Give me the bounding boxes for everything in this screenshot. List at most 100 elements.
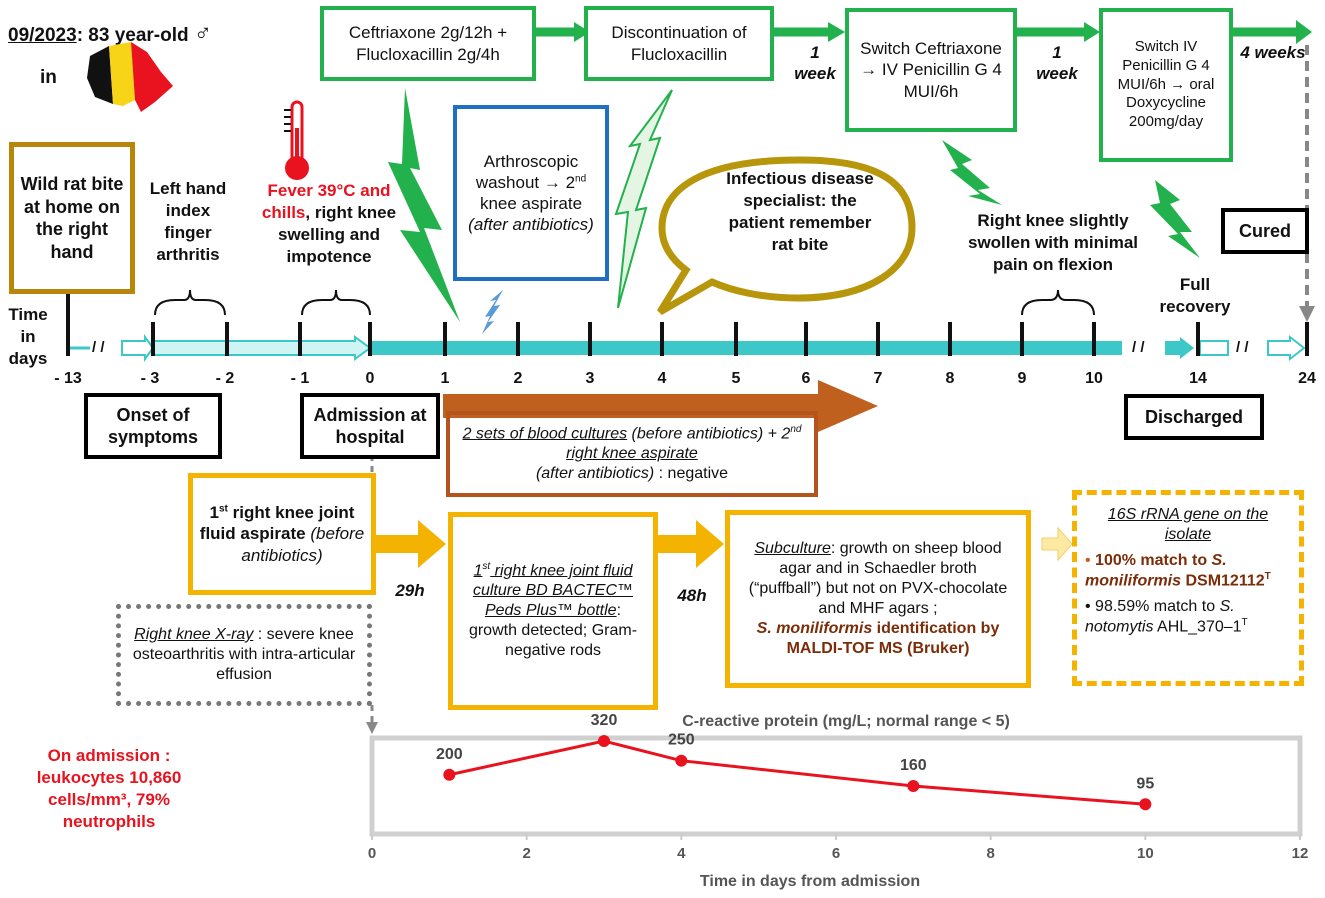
rrna-item-2: • 98.59% match to S. notomytis AHL_370–1… [1085, 598, 1248, 636]
blood-cultures-4: (after antibiotics) [535, 465, 655, 483]
rrna-1sup: T [1264, 571, 1271, 582]
tick-label: 3 [585, 370, 595, 387]
thermometer-icon [284, 100, 309, 180]
crp-data-label: 200 [436, 746, 463, 763]
tick-label: 24 [1298, 370, 1316, 387]
arthroscopic-text-3: (after antibiotics) [468, 215, 594, 235]
admission-box: Admission at hospital [300, 393, 440, 459]
knee-slight-text: Right knee slightly swollen with minimal… [967, 211, 1139, 275]
subculture-3: S. moniliformis [756, 620, 873, 637]
header: 09/2023: 83 year-old ♂ [8, 18, 212, 49]
culture-sup: st [482, 560, 491, 572]
header-in: in [40, 67, 57, 88]
first-aspirate-1: 1 [209, 503, 219, 523]
lightning-icon [388, 88, 460, 322]
break-mark: / / [1236, 339, 1249, 356]
discharged-box: Discharged [1124, 394, 1264, 440]
tick-label: 9 [1017, 370, 1027, 387]
blood-cultures-1: 2 sets of blood cultures [462, 425, 628, 443]
male-icon: ♂ [193, 20, 212, 47]
arthroscopic-text: Arthroscopic washout → 2nd knee aspirate… [457, 151, 605, 236]
arthroscopic-text-1: Arthroscopic washout → 2 [475, 151, 579, 192]
rrna-1b: S. moniliformis [1085, 552, 1227, 590]
arthroscopic-box: Arthroscopic washout → 2nd knee aspirate… [453, 105, 609, 281]
subculture-1: Subculture [754, 540, 831, 557]
first-aspirate-box: 1st right knee joint fluid aspirate (bef… [188, 473, 376, 595]
x-tick-label: 12 [1292, 845, 1309, 862]
rrna-title: 16S rRNA gene on the isolate [1107, 506, 1269, 543]
fever-text: Fever 39°C and chills, right knee swelli… [250, 180, 408, 268]
tick-label: 10 [1085, 370, 1103, 387]
header-date: 09/2023 [8, 25, 77, 46]
culture-4: growth detected; Gram-negative rods [468, 622, 638, 660]
tick-label: 6 [801, 370, 811, 387]
tick-label: 0 [365, 370, 375, 387]
blood-cultures-2: (before antibiotics) + 2 [627, 425, 791, 443]
subculture-text: Subculture: growth on sheep blood agar a… [742, 539, 1014, 659]
blood-culture-arrow [443, 380, 878, 432]
crp-point [598, 735, 610, 747]
blood-cultures-sup: nd [790, 423, 802, 435]
tick-label: - 2 [215, 370, 235, 387]
rrna-1a: 100% match to [1095, 552, 1208, 569]
crp-data-label: 250 [668, 732, 695, 749]
treatment-1-text: Ceftriaxone 2g/12h + Flucloxacillin 2g/4… [348, 23, 508, 64]
first-aspirate-2: right knee joint fluid aspirate [199, 503, 355, 544]
treatment-box-1: Ceftriaxone 2g/12h + Flucloxacillin 2g/4… [320, 6, 536, 81]
crp-point [443, 768, 456, 781]
first-aspirate-text: 1st right knee joint fluid aspirate (bef… [193, 502, 371, 566]
tick-label: - 1 [290, 370, 310, 387]
arthroscopic-text-2: knee aspirate [479, 194, 583, 213]
treatment-3-text: Switch Ceftriaxone → IV Penicillin G 4 M… [860, 39, 1002, 101]
week-label-1: 1 week [794, 43, 836, 84]
finger-arthritis-text: Left hand index finger arthritis [149, 179, 227, 265]
subculture-4: identification by MALDI-TOF MS (Bruker) [786, 620, 1000, 657]
chart-plot-area [369, 735, 1303, 837]
first-aspirate-sup: st [219, 503, 228, 515]
week-label-2: 1 week [1036, 43, 1078, 84]
lightning-icon [1150, 180, 1200, 258]
treatment-2-text: Discontinuation of Flucloxacillin [611, 23, 747, 64]
rrna-1c: DSM12112 [1185, 572, 1265, 590]
x-tick-label: 0 [368, 845, 376, 862]
arthroscopic-sup: nd [575, 173, 587, 185]
blood-cultures-3: right knee aspirate [566, 445, 698, 463]
rat-bite-text: Wild rat bite at home on the right hand [20, 174, 124, 262]
chart-frame [369, 735, 1303, 837]
arrow-48h [658, 520, 724, 568]
treatment-arrow [536, 20, 1312, 44]
tick-label: 2 [513, 370, 523, 387]
cured-box: Cured [1221, 208, 1309, 254]
admission-labs-text: On admission : leukocytes 10,860 cells/m… [36, 746, 182, 832]
subculture-2: : growth on sheep blood agar and in Scha… [748, 540, 1008, 617]
discharged-text: Discharged [1144, 406, 1244, 427]
blood-cultures-5: : negative [654, 465, 729, 483]
treatment-box-4: Switch IV Penicillin G 4 MUI/6h → oral D… [1099, 8, 1233, 162]
chart-title: C-reactive protein (mg/L; normal range <… [682, 713, 1010, 730]
lightning-icon [942, 140, 1002, 205]
crp-point [675, 754, 688, 767]
arrow-29h [376, 520, 446, 568]
label-29h: 29h [395, 581, 425, 600]
tick-label: 7 [873, 370, 883, 387]
rat-bite-box: Wild rat bite at home on the right hand [9, 142, 135, 294]
culture-3: : [616, 602, 622, 620]
rrna-item-1: • 100% match to S. moniliformis DSM12112… [1085, 552, 1271, 590]
tick-label: 1 [440, 370, 450, 387]
week-label-3: 4 weeks [1240, 43, 1306, 62]
belgium-flag-icon [87, 42, 173, 112]
culture-2: right knee joint fluid culture BD BACTEC… [472, 562, 634, 620]
specialist-text: Infectious disease specialist: the patie… [726, 169, 874, 255]
treatment-box-2: Discontinuation of Flucloxacillin [584, 6, 774, 81]
subculture-box: Subculture: growth on sheep blood agar a… [725, 510, 1031, 688]
tick-label: - 13 [54, 370, 82, 387]
rrna-2c: AHL_370–1 [1157, 618, 1242, 636]
rrna-box: 16S rRNA gene on the isolate • 100% matc… [1072, 490, 1304, 686]
crp-data-label: 160 [900, 757, 927, 774]
x-tick-label: 6 [832, 845, 840, 862]
